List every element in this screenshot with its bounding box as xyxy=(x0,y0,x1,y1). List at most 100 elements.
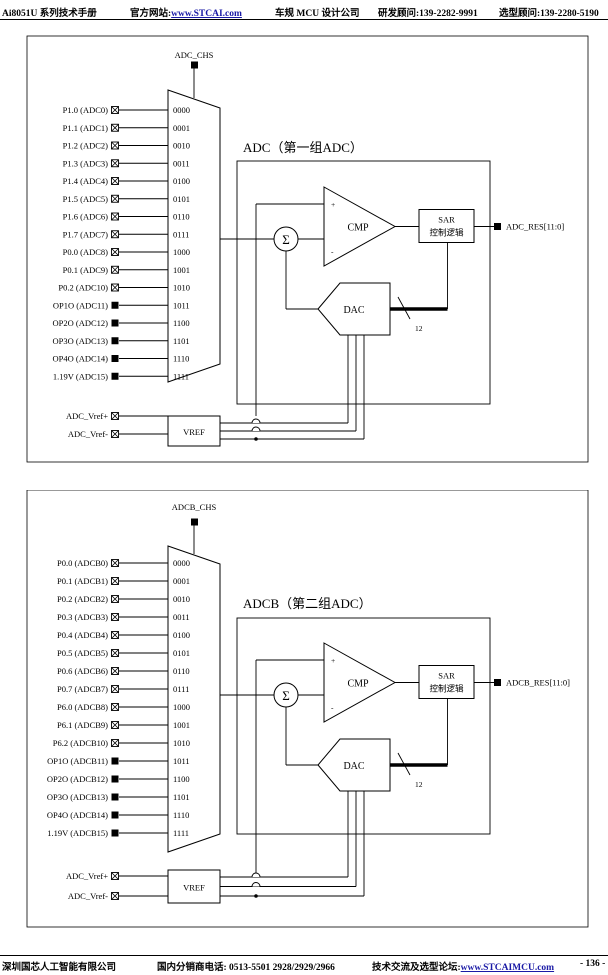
website-label: 官方网站: xyxy=(130,9,172,19)
cmp-label: CMP xyxy=(347,223,369,234)
channel-label: 1.19V (ADCB15) xyxy=(47,828,108,838)
wire-crossover xyxy=(251,882,261,887)
channel-label: OP4O (ADCB14) xyxy=(47,810,108,820)
channel-label: P0.1 (ADC9) xyxy=(63,265,109,275)
doc-title: Ai8051U 系列技术手册 xyxy=(2,9,97,19)
channel-label: P6.1 (ADCB9) xyxy=(57,720,108,730)
sar-logic-label: 控制逻辑 xyxy=(429,684,464,694)
cmp-minus-sign: - xyxy=(331,247,334,256)
channel-code: 1010 xyxy=(173,738,190,748)
vref-plus-pin-x2 xyxy=(111,412,119,420)
channel-label: P6.0 (ADCB8) xyxy=(57,702,108,712)
footer-phone: 国内分销商电话: 0513-5501 2928/2929/2966 xyxy=(157,963,335,973)
adc-core-box xyxy=(236,160,491,405)
sar-label: SAR xyxy=(438,215,455,225)
dac-label: DAC xyxy=(343,305,364,316)
result-pin xyxy=(494,679,501,686)
channel-code: 1101 xyxy=(173,792,190,802)
channel-label: P1.3 (ADC3) xyxy=(63,158,109,168)
adc-title: ADC（第一组ADC） xyxy=(243,140,363,155)
channel-label: P0.7 (ADCB7) xyxy=(57,684,108,694)
channel-pin-x2 xyxy=(111,559,119,567)
channel-pin-x2 xyxy=(111,631,119,639)
channel-label: P0.0 (ADCB0) xyxy=(57,558,108,568)
channel-pin-x2 xyxy=(111,230,119,239)
mux xyxy=(167,89,221,383)
rd-consultant: 研发顾问:139-2282-9991 xyxy=(378,9,478,19)
channel-code: 1001 xyxy=(173,720,190,730)
channel-pin xyxy=(111,301,119,309)
channel-pin-x2 xyxy=(111,123,119,132)
footer-rule xyxy=(0,955,608,956)
channel-label: 1.19V (ADC15) xyxy=(53,371,108,381)
channel-pin-x2 xyxy=(111,212,119,221)
channel-pin-x2 xyxy=(111,106,119,114)
channel-code: 1100 xyxy=(173,318,190,328)
bus-width-label: 12 xyxy=(415,324,423,333)
channel-pin xyxy=(111,337,119,345)
channel-label: P0.2 (ADC10) xyxy=(58,283,108,293)
dac-label: DAC xyxy=(343,761,364,772)
channel-code: 0110 xyxy=(173,212,190,222)
channel-pin xyxy=(111,829,119,837)
sar-block xyxy=(418,209,475,243)
result-label: ADCB_RES[11:0] xyxy=(506,678,570,688)
channel-label: P0.5 (ADCB5) xyxy=(57,648,108,658)
result-label: ADC_RES[11:0] xyxy=(506,222,564,232)
channel-code: 0010 xyxy=(173,141,190,151)
result-pin xyxy=(494,223,501,230)
channel-code: 1110 xyxy=(173,810,189,820)
sigma-icon: Σ xyxy=(282,232,290,247)
channel-pin xyxy=(111,355,119,362)
channel-code: 0000 xyxy=(173,558,190,568)
channel-label: P1.0 (ADC0) xyxy=(63,105,109,115)
spacer xyxy=(282,873,290,877)
vref-minus-pin-x2 xyxy=(111,892,119,900)
channel-pin-x2 xyxy=(111,577,119,585)
channel-pin-x2 xyxy=(111,649,119,657)
channel-code: 0000 xyxy=(173,105,190,115)
channel-label: P1.1 (ADC1) xyxy=(63,123,109,133)
header-rule xyxy=(0,19,608,20)
website-link[interactable]: www.STCAI.com xyxy=(171,9,242,19)
channel-code: 1011 xyxy=(173,300,190,310)
channel-code: 0110 xyxy=(173,666,190,676)
channel-code: 0101 xyxy=(173,648,190,658)
channel-code: 0011 xyxy=(173,612,190,622)
channel-pin xyxy=(111,811,119,819)
channel-label: P1.7 (ADC7) xyxy=(63,229,109,239)
channel-pin-x2 xyxy=(111,595,119,603)
channel-pin-x2 xyxy=(111,141,119,150)
bus-slash xyxy=(397,752,411,776)
website: 官方网站:www.STCAI.com xyxy=(130,5,242,19)
sar-block xyxy=(418,665,475,699)
footer-forum: 技术交流及选型论坛:www.STCAIMCU.com xyxy=(372,959,554,973)
figure-frame xyxy=(26,490,589,928)
channel-label: P6.2 (ADCB10) xyxy=(53,738,108,748)
footer-company: 深圳国芯人工智能有限公司 xyxy=(2,963,117,973)
sar-label: SAR xyxy=(438,671,455,681)
vref-block xyxy=(167,415,221,447)
wire-crossover xyxy=(251,418,261,424)
chs-label: ADC_CHS xyxy=(175,50,214,60)
vref-plus-pin-x2 xyxy=(111,872,119,880)
channel-code: 0001 xyxy=(173,123,190,133)
forum-link[interactable]: www.STCAIMCU.com xyxy=(460,963,555,973)
channel-label: P1.6 (ADC6) xyxy=(63,212,109,222)
vref-label: VREF xyxy=(183,427,205,437)
channel-code: 1100 xyxy=(173,774,190,784)
channel-label: OP2O (ADCB12) xyxy=(47,774,108,784)
vref-label: VREF xyxy=(183,883,205,893)
mux xyxy=(167,545,221,853)
channel-code: 0011 xyxy=(173,158,190,168)
channel-code: 1011 xyxy=(173,756,190,766)
channel-code: 1000 xyxy=(173,702,190,712)
page-header: Ai8051U 系列技术手册 官方网站:www.STCAI.com 车规 MCU… xyxy=(0,0,608,20)
cmp-plus-sign: + xyxy=(331,656,335,665)
figure-frame xyxy=(26,35,589,463)
channel-label: OP3O (ADC13) xyxy=(53,336,109,346)
channel-label: P1.4 (ADC4) xyxy=(63,176,109,186)
channel-label: P0.3 (ADCB3) xyxy=(57,612,108,622)
channel-code: 0111 xyxy=(173,229,189,239)
channel-code: 0100 xyxy=(173,630,190,640)
